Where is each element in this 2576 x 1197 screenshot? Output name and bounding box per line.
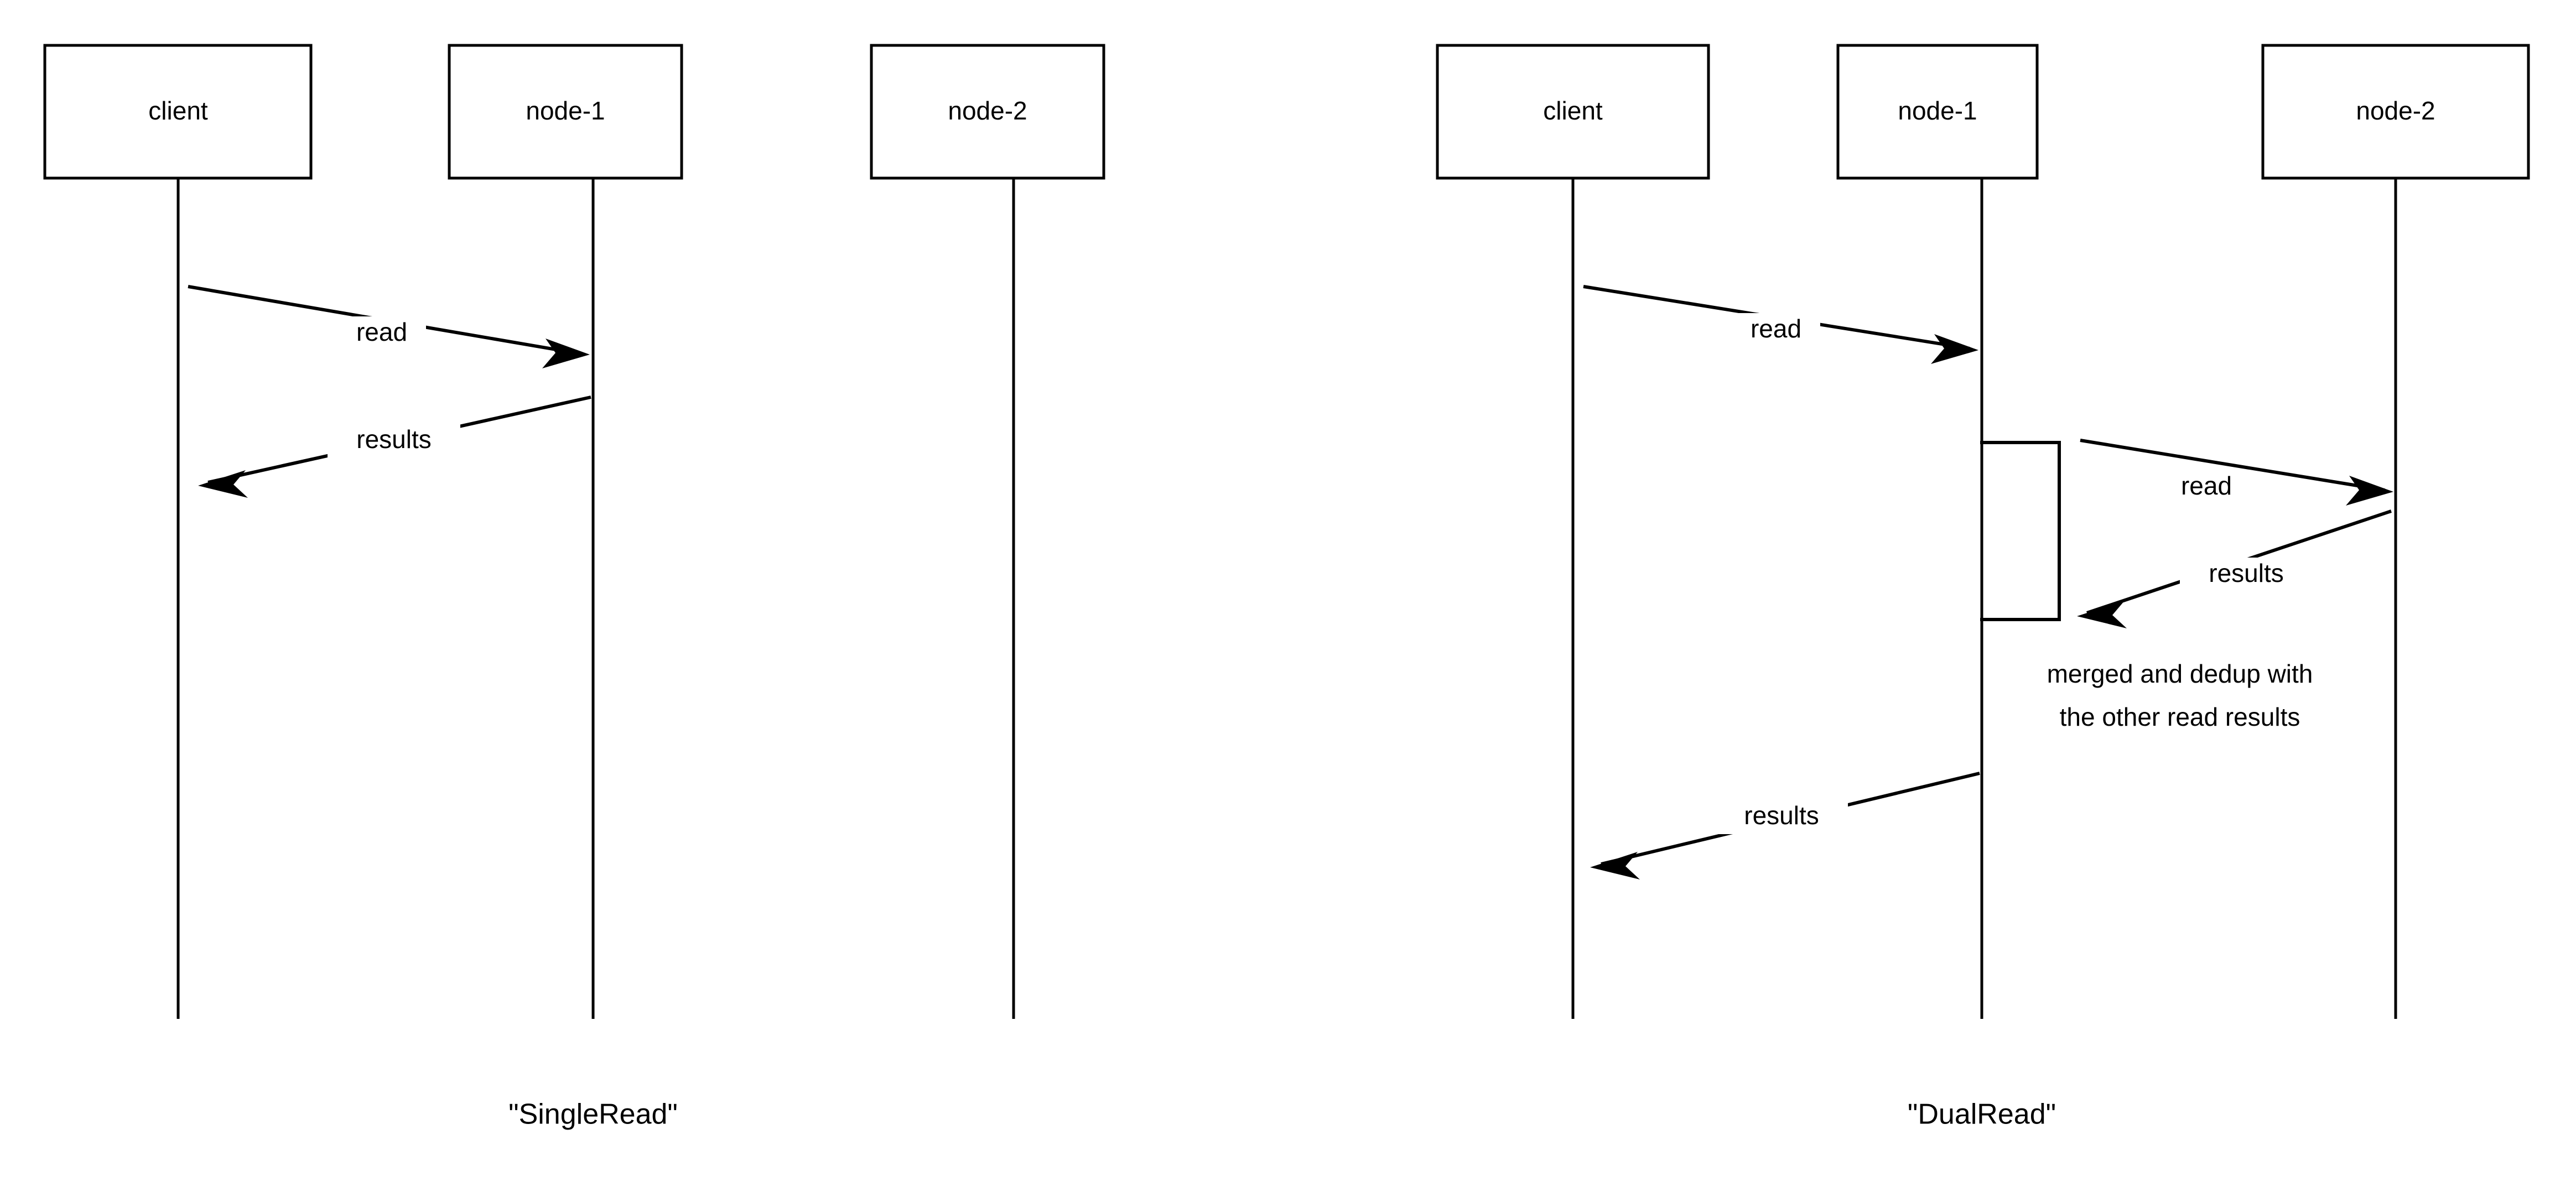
message-read-client-to-node1[interactable]: read — [188, 285, 590, 368]
participant-box — [448, 44, 683, 180]
message-label-backdrop — [1715, 800, 1848, 834]
participant-label: node-2 — [2356, 96, 2435, 125]
participant-label: client — [148, 96, 208, 125]
message-label: read — [2181, 471, 2232, 500]
participant-box — [43, 44, 313, 180]
participant-label: client — [1543, 96, 1603, 125]
message-label-backdrop — [2180, 558, 2313, 592]
message-results-node1-to-client[interactable]: results — [1590, 772, 1980, 879]
participant-label: node-2 — [948, 96, 1027, 125]
note-merged-dedup: merged and dedup with the other read res… — [2047, 659, 2313, 731]
participant-label: node-1 — [1898, 96, 1977, 125]
diagram-dual-read: client node-1 node-2 read — [1436, 44, 2530, 1131]
message-label-backdrop — [2162, 470, 2251, 503]
message-label: read — [356, 318, 407, 346]
arrow-head-right — [542, 339, 590, 368]
participant-box — [1436, 44, 1710, 180]
arrow-head-left — [198, 470, 248, 498]
participant-node-1[interactable]: node-1 — [448, 44, 683, 180]
activation-bracket-node-1 — [1980, 441, 2061, 621]
message-results-node1-to-client[interactable]: results — [198, 395, 591, 498]
message-read-node1-to-node2[interactable]: read — [2080, 439, 2393, 506]
message-label-backdrop — [337, 316, 426, 350]
message-label: results — [1744, 801, 1819, 830]
message-label: read — [1751, 314, 1801, 343]
message-label: results — [356, 425, 431, 454]
message-read-client-to-node1[interactable]: read — [1583, 285, 1978, 364]
participant-box — [1836, 44, 2039, 180]
participant-node-1[interactable]: node-1 — [1836, 44, 2039, 180]
arrow-head-right — [2346, 476, 2393, 506]
message-results-node2-to-node1[interactable]: results — [2077, 509, 2392, 628]
note-line-1: merged and dedup with — [2047, 659, 2313, 688]
message-label: results — [2209, 559, 2283, 587]
message-line — [2080, 439, 2385, 492]
participant-client[interactable]: client — [1436, 44, 1710, 180]
participant-label: node-1 — [526, 96, 605, 125]
message-label-backdrop — [328, 424, 460, 458]
participant-node-2[interactable]: node-2 — [2261, 44, 2530, 180]
diagram-caption: "DualRead" — [1908, 1099, 2056, 1131]
message-label-backdrop — [1732, 313, 1820, 346]
note-line-2: the other read results — [2060, 702, 2300, 731]
participant-client[interactable]: client — [43, 44, 313, 180]
diagram-caption: "SingleRead" — [508, 1099, 678, 1131]
participant-box — [870, 44, 1105, 180]
arrow-head-right — [1931, 334, 1978, 364]
diagram-single-read: client node-1 node-2 read — [43, 44, 1105, 1131]
arrow-head-left — [2077, 601, 2127, 628]
participant-node-2[interactable]: node-2 — [870, 44, 1105, 180]
arrow-head-left — [1590, 852, 1640, 879]
